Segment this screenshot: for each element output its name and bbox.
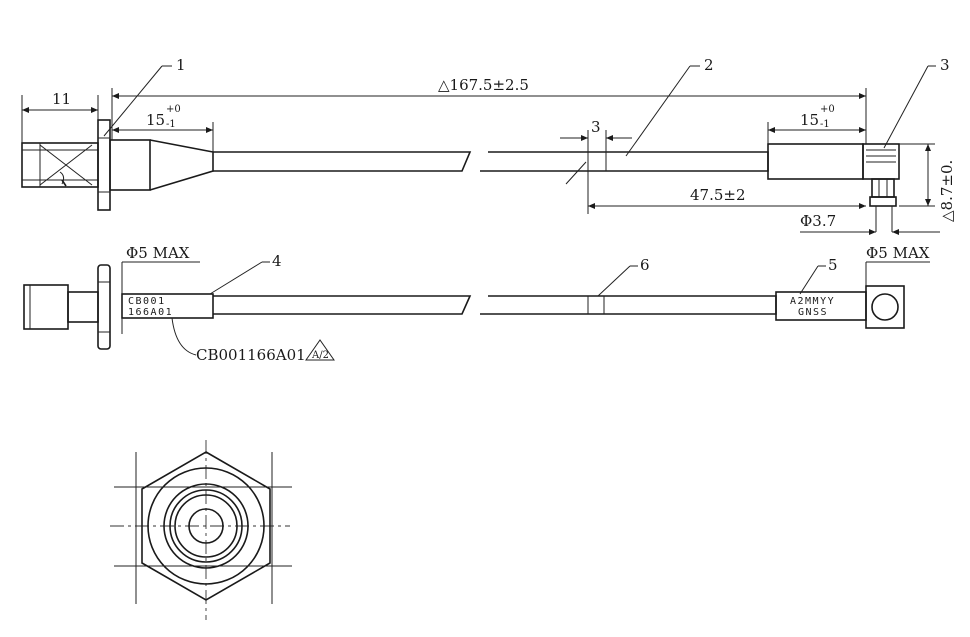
left-connector-top [21,119,214,211]
callout-6: 6 [597,256,650,297]
end-view [110,440,292,620]
dim-right-sleeve-sub: -1 [820,119,830,130]
right-connector-side [865,285,905,329]
right-marking-line1: A2MMYY [790,296,835,307]
right-marking-line2: GNSS [798,307,828,318]
part-number-callout: CB001166A01 A/2 [171,317,335,364]
dim-left-sleeve-sup: +0 [166,104,181,115]
callout-5: 5 [799,256,838,295]
right-connector-top [862,143,900,232]
callout-1: 1 [103,56,186,137]
callout-3: 3 [883,56,950,149]
cable-top [213,143,864,180]
dim-left-connector-label: 11 [52,90,71,108]
dim-left-max-label: Φ5 MAX [126,244,190,262]
part-marking-line2: 166A01 [128,307,173,318]
dim-marker-width-label: 3 [591,118,601,136]
revision-triangle [305,339,335,361]
callout-2-label: 2 [704,56,714,74]
dim-cable-diameter: Φ3.7 [800,212,940,235]
callout-4: 4 [209,252,282,295]
dim-overall-label: △167.5±2.5 [438,76,529,94]
dim-cable-diameter-label: Φ3.7 [800,212,836,230]
dim-right-sleeve-label: 15 [800,111,819,129]
callout-3-label: 3 [940,56,950,74]
callout-5-label: 5 [828,256,838,274]
dim-left-sleeve-label: 15 [146,111,165,129]
callout-2: 2 [625,56,714,157]
callout-6-label: 6 [640,256,650,274]
part-number-label: CB001166A01 [196,346,306,364]
dim-right-offset: 47.5±2 [587,171,866,214]
hex-nut-outline [141,451,271,601]
left-connector-side [23,264,111,350]
top-view: 11 △167.5±2.5 15 +0 -1 15 +0 -1 [21,56,956,235]
side-view: CB001 166A01 A2MMYY GNSS Φ5 MAX Φ5 MAX 4… [23,244,930,364]
callout-4-label: 4 [272,252,282,270]
cable-side [121,291,867,321]
dim-right-height: △8.7±0. [899,143,956,222]
dim-right-height-label: △8.7±0. [938,160,956,222]
dim-right-offset-label: 47.5±2 [690,186,746,204]
dim-left-sleeve-sub: -1 [166,119,176,130]
dim-marker-width: 3 [560,118,632,185]
dim-left-connector: 11 [21,90,99,143]
dim-right-max-label: Φ5 MAX [866,244,930,262]
dim-overall: △167.5±2.5 [111,76,867,144]
dim-left-sleeve: 15 +0 -1 [112,104,214,152]
dim-right-sleeve-sup: +0 [820,104,835,115]
revision-label: A/2 [311,350,329,361]
dim-right-sleeve: 15 +0 -1 [767,104,866,144]
callout-1-label: 1 [176,56,186,74]
dim-right-max: Φ5 MAX [865,244,930,286]
part-marking-line1: CB001 [128,296,166,307]
dim-left-max: Φ5 MAX [121,244,200,334]
